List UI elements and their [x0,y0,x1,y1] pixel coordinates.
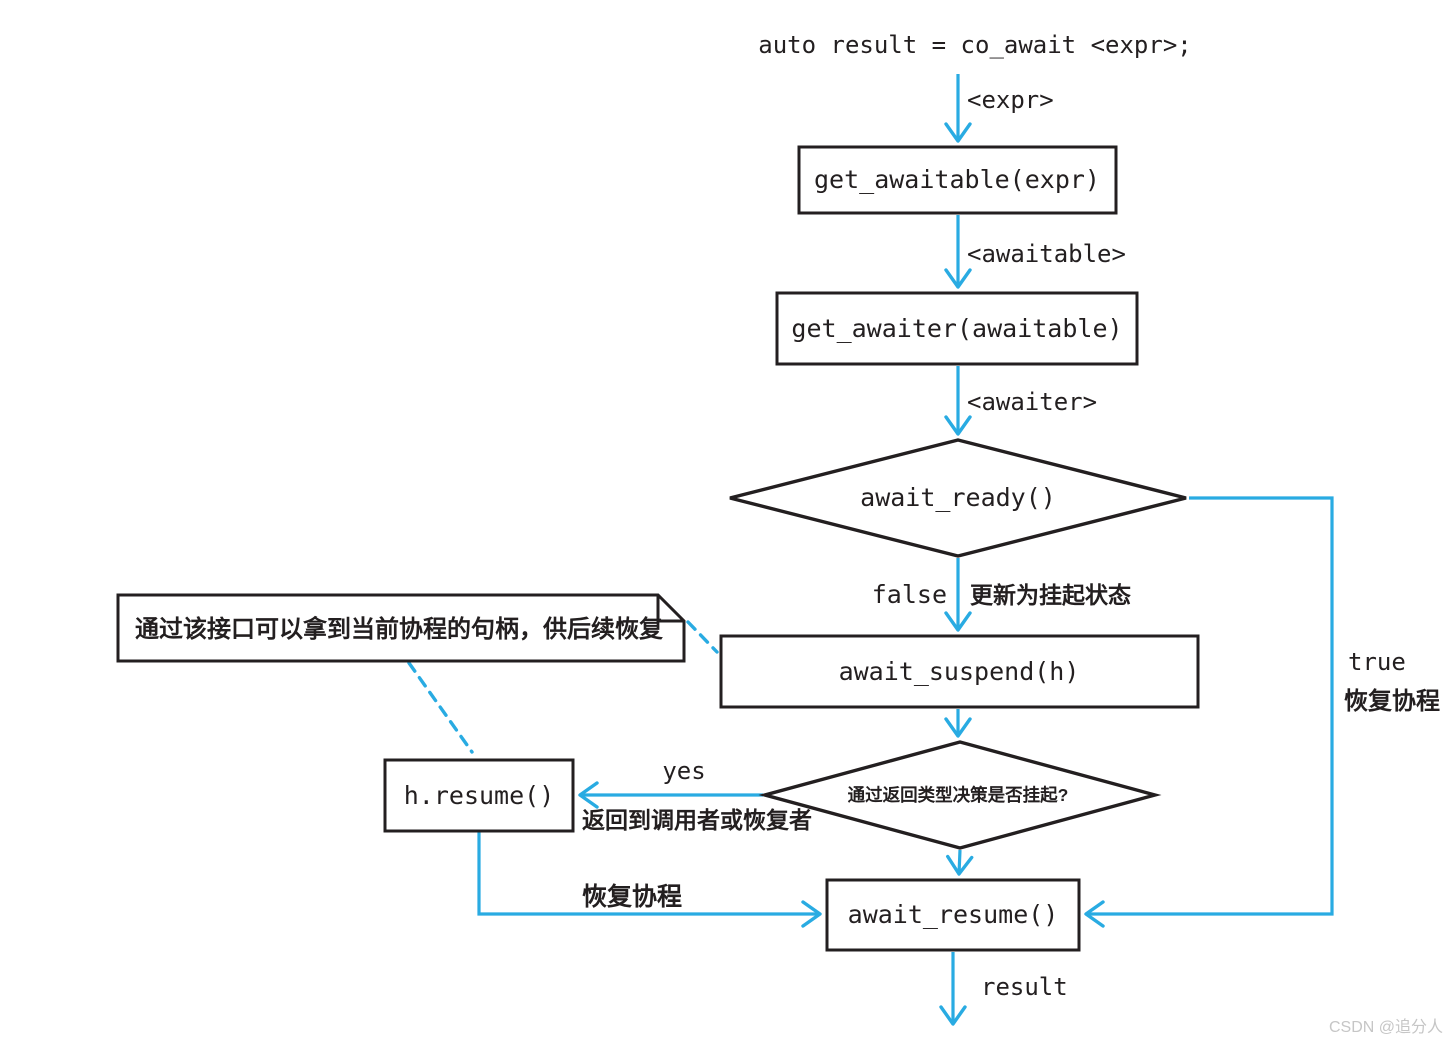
arrow-resume-path [477,832,822,928]
false-branch-note: 更新为挂起状态 [970,582,1131,608]
result-edge-label: result [981,973,1068,1001]
code-statement: auto result = co_await <expr>; [758,31,1191,59]
true-branch-label: true [1348,648,1406,676]
false-branch-label: false [872,580,947,609]
await-resume-box [825,878,1081,952]
note-connector-to-suspend [686,620,719,654]
await-ready-label: await_ready() [860,483,1056,512]
await-suspend-box [719,634,1200,709]
resume-left-label: 恢复协程 [582,882,682,911]
note-box [116,593,686,663]
yes-branch-label: yes [662,757,705,785]
note-box-fold [656,595,684,623]
get-awaitable-box [797,145,1118,215]
note-connector-to-resume [407,661,474,754]
true-branch-note: 恢复协程 [1344,688,1440,715]
get-awaiter-box [775,291,1139,366]
awaiter-edge-label: <awaiter> [967,388,1097,416]
arrow-true-path [1084,496,1334,928]
note-text: 通过该接口可以拿到当前协程的句柄，供后续恢复 [135,615,664,643]
await-ready-diamond [729,438,1187,558]
suspend-decision-diamond [758,740,1162,850]
h-resume-label: h.resume() [404,781,555,810]
expr-edge-label: <expr> [967,86,1054,114]
yes-branch-note: 返回到调用者或恢复者 [582,807,812,833]
h-resume-box [383,758,575,833]
watermark-text: CSDN @追分人 [1329,1018,1443,1036]
get-awaiter-label: get_awaiter(awaitable) [791,314,1122,343]
await-suspend-label: await_suspend(h) [839,657,1080,686]
await-resume-label: await_resume() [848,900,1059,929]
arrow-no-branch [946,849,974,876]
awaitable-edge-label: <awaitable> [967,240,1126,268]
suspend-decision-label: 通过返回类型决策是否挂起? [848,785,1069,805]
get-awaitable-label: get_awaitable(expr) [814,165,1100,194]
